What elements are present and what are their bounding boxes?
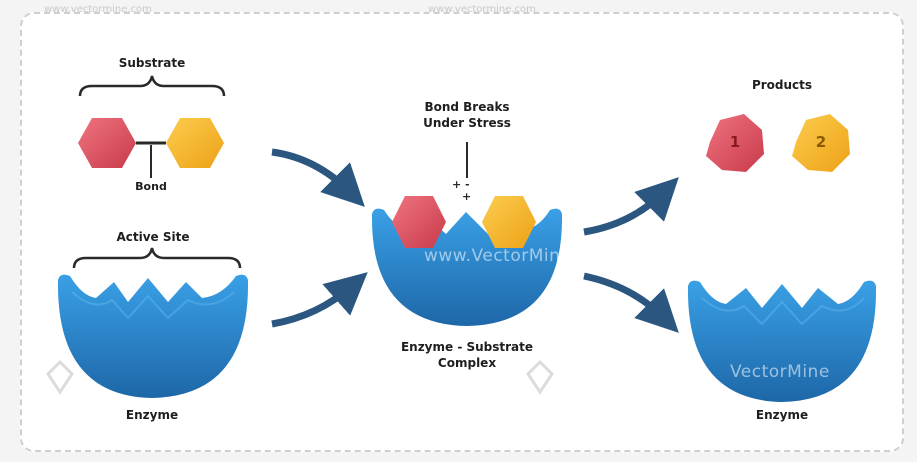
watermark-top-left: www.vectormine.com	[44, 4, 152, 15]
bond-label: Bond	[135, 180, 167, 193]
substrate-label: Substrate	[118, 56, 186, 70]
arrow-enzyme-to-complex	[271, 272, 368, 328]
complex-yellow-hexagon	[482, 196, 536, 248]
arrow-complex-to-products	[583, 177, 679, 236]
arrow-complex-to-enzyme	[583, 272, 679, 333]
watermark-complex: www.VectorMine	[424, 246, 572, 266]
substrate-red-hexagon	[78, 118, 136, 168]
watermark-diamond-center	[526, 359, 554, 395]
bond-breaks-label-line2: Under Stress	[423, 116, 511, 130]
enzyme-left-bowl	[57, 274, 249, 398]
watermark-diamond-left	[46, 359, 74, 395]
product-2-hexagon	[792, 114, 850, 172]
enzyme-left-label: Enzyme	[125, 408, 179, 422]
watermark-top-center: www.vectormine.com	[428, 4, 536, 15]
svg-text:+: +	[462, 190, 471, 203]
enzyme-right-bowl	[687, 280, 877, 402]
complex-red-hexagon	[392, 196, 446, 248]
active-site-brace	[72, 247, 242, 269]
substrate-brace	[78, 75, 226, 97]
product-1-hexagon	[706, 114, 764, 172]
watermark-right-enzyme: VectorMine	[730, 362, 830, 382]
svg-text:+ -: + -	[452, 178, 470, 191]
complex-label-line2: Complex	[437, 356, 497, 370]
products-label: Products	[751, 78, 813, 92]
product-1-label: 1	[729, 133, 741, 151]
complex-label-line1: Enzyme - Substrate	[400, 340, 534, 354]
product-2-label: 2	[815, 133, 827, 151]
bond-breaks-label-line1: Bond Breaks	[424, 100, 510, 114]
arrow-substrate-to-complex	[271, 148, 365, 207]
enzyme-right-label: Enzyme	[755, 408, 809, 422]
active-site-label: Active Site	[116, 230, 190, 244]
substrate-yellow-hexagon	[166, 118, 224, 168]
